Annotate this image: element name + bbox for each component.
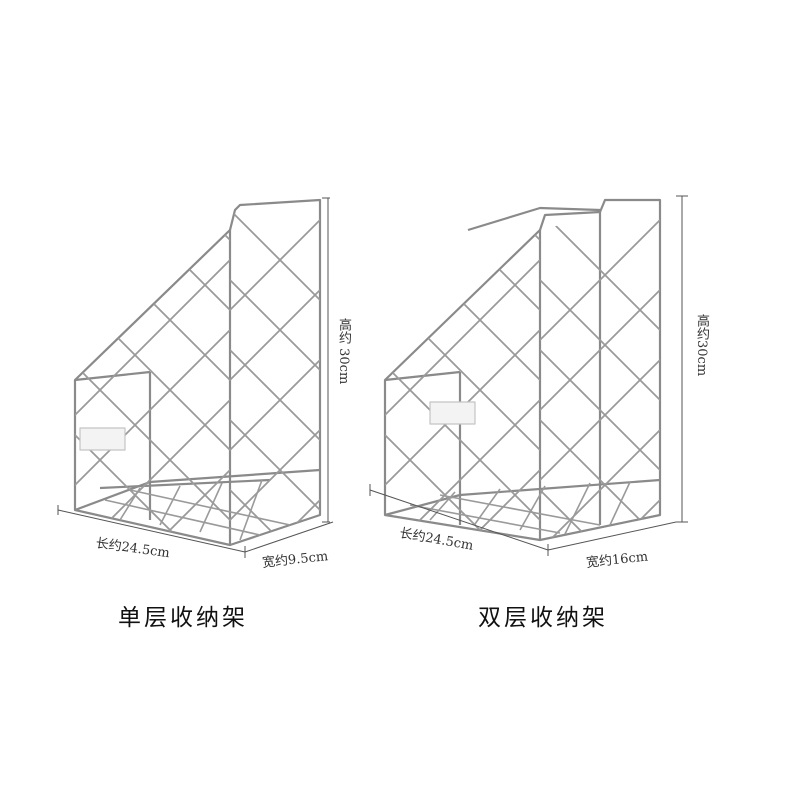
double-dimension-lines [369, 195, 688, 556]
single-tier-rack [73, 198, 322, 547]
single-rack-front-lattice [75, 230, 230, 545]
single-dimension-lines [57, 197, 334, 558]
single-rack-frame [73, 198, 322, 547]
double-rack-side-lattice [540, 200, 660, 540]
double-tier-caption: 双层收纳架 [478, 605, 608, 631]
single-rack-base-grid [104, 479, 291, 541]
single-tier-caption: 单层收纳架 [118, 605, 248, 631]
single-height-label: 高约 30cm [336, 318, 351, 385]
double-rack-clip [429, 401, 476, 425]
double-tier-rack [383, 198, 662, 542]
double-rack-base-grid [409, 481, 631, 535]
double-rack-frame [383, 198, 662, 542]
double-rack-front-lattice [385, 230, 540, 540]
single-rack-clip [79, 427, 126, 451]
double-height-label: 高约30cm [694, 314, 709, 377]
